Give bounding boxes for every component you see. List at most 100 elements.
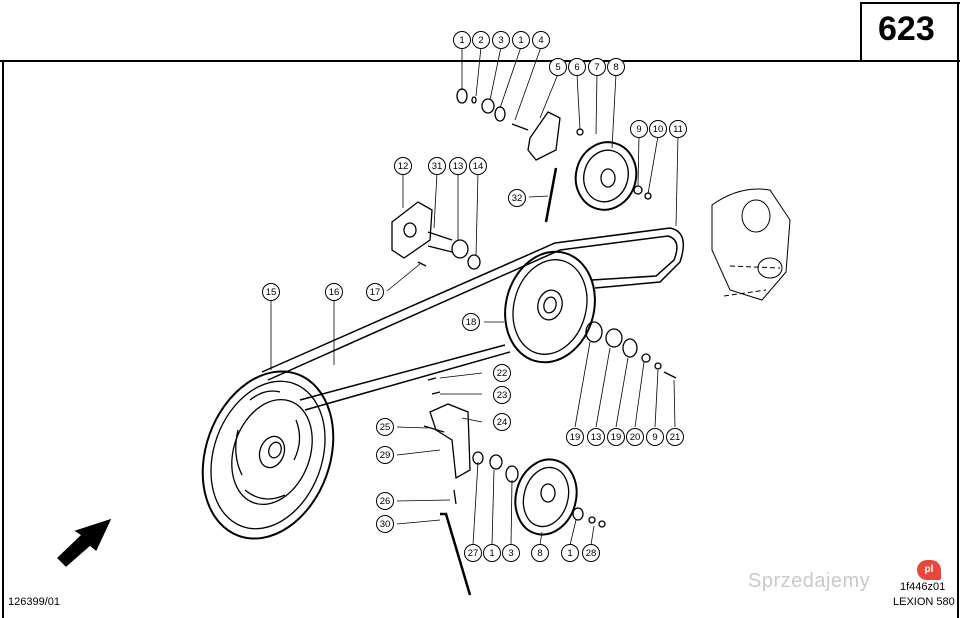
callout-27: 27 — [464, 544, 482, 562]
callout-label: 16 — [329, 287, 340, 298]
tensioner-plate — [511, 111, 561, 223]
callout-28: 28 — [582, 544, 600, 562]
callout-12: 12 — [394, 157, 412, 175]
callout-3: 3 — [492, 31, 510, 49]
callout-18: 18 — [462, 313, 480, 331]
callout-21: 21 — [666, 428, 684, 446]
callout-20: 20 — [626, 428, 644, 446]
watermark-logo: pl — [917, 560, 941, 580]
callout-1: 1 — [453, 31, 471, 49]
callout-label: 19 — [611, 432, 622, 443]
callout-29: 29 — [376, 446, 394, 464]
model-name: LEXION 580 — [893, 596, 955, 608]
callout-1: 1 — [512, 31, 530, 49]
callout-label: 9 — [652, 432, 657, 443]
top-pulley — [574, 141, 638, 211]
callout-11: 11 — [669, 120, 687, 138]
bottom-pulley — [514, 458, 578, 536]
callout-label: 19 — [570, 432, 581, 443]
callout-13: 13 — [587, 428, 605, 446]
callout-6: 6 — [568, 58, 586, 76]
callout-label: 21 — [670, 432, 681, 443]
callout-label: 28 — [586, 548, 597, 559]
callout-24: 24 — [493, 413, 511, 431]
callout-label: 12 — [398, 161, 409, 172]
callout-label: 3 — [508, 548, 513, 559]
callout-15: 15 — [262, 283, 280, 301]
callout-label: 15 — [266, 287, 277, 298]
callout-8: 8 — [531, 544, 549, 562]
middle-pulley — [504, 250, 596, 364]
leader-lines — [270, 46, 679, 546]
callout-22: 22 — [493, 364, 511, 382]
callout-label: 27 — [468, 548, 479, 559]
large-pulley — [201, 370, 335, 540]
callout-label: 11 — [673, 124, 683, 135]
callout-label: 29 — [380, 450, 391, 461]
callout-label: 23 — [497, 390, 508, 401]
callout-label: 2 — [478, 35, 483, 46]
callout-label: 18 — [466, 317, 477, 328]
bearing-bracket — [391, 201, 481, 270]
figure-code: 1f446z01 — [900, 581, 946, 593]
top-washers — [456, 88, 652, 200]
callout-13: 13 — [449, 157, 467, 175]
callout-30: 30 — [376, 515, 394, 533]
callout-7: 7 — [588, 58, 606, 76]
callout-label: 13 — [453, 161, 464, 172]
machine-inset — [711, 188, 791, 301]
callout-16: 16 — [325, 283, 343, 301]
frame-tab-top — [860, 2, 960, 4]
callout-label: 22 — [497, 368, 508, 379]
callout-label: 8 — [537, 548, 542, 559]
callout-5: 5 — [549, 58, 567, 76]
callout-3: 3 — [502, 544, 520, 562]
v-belt — [261, 227, 685, 411]
callout-4: 4 — [532, 31, 550, 49]
callout-label: 20 — [630, 432, 641, 443]
callout-label: 30 — [380, 519, 391, 530]
callout-26: 26 — [376, 492, 394, 510]
callout-label: 25 — [380, 422, 391, 433]
callout-label: 7 — [594, 62, 599, 73]
callout-9: 9 — [646, 428, 664, 446]
callout-label: 14 — [473, 161, 484, 172]
callout-25: 25 — [376, 418, 394, 436]
drawing-number: 126399/01 — [8, 596, 60, 608]
callout-label: 1 — [489, 548, 494, 559]
callout-32: 32 — [508, 189, 526, 207]
callout-label: 17 — [370, 287, 381, 298]
frame-tab-bottom — [860, 60, 960, 62]
callout-1: 1 — [561, 544, 579, 562]
callout-label: 3 — [498, 35, 503, 46]
callout-17: 17 — [366, 283, 384, 301]
callout-8: 8 — [607, 58, 625, 76]
callout-14: 14 — [469, 157, 487, 175]
page-number: 623 — [878, 10, 935, 48]
callout-1: 1 — [483, 544, 501, 562]
callout-label: 1 — [459, 35, 464, 46]
direction-arrow — [57, 518, 112, 567]
callout-label: 31 — [432, 161, 443, 172]
callout-label: 5 — [555, 62, 560, 73]
callout-label: 32 — [512, 193, 523, 204]
callout-label: 6 — [574, 62, 579, 73]
frame-tab-left — [860, 2, 862, 61]
right-washers — [585, 321, 677, 379]
callout-label: 24 — [497, 417, 508, 428]
callout-label: 9 — [636, 124, 641, 135]
callout-2: 2 — [472, 31, 490, 49]
callout-23: 23 — [493, 386, 511, 404]
frame-right — [957, 2, 959, 618]
callout-10: 10 — [649, 120, 667, 138]
callout-label: 26 — [380, 496, 391, 507]
frame-top-left — [0, 60, 860, 62]
callout-19: 19 — [566, 428, 584, 446]
callout-label: 1 — [518, 35, 523, 46]
callout-label: 8 — [613, 62, 618, 73]
callout-label: 1 — [567, 548, 572, 559]
watermark-text: Sprzedajemy — [748, 570, 871, 592]
